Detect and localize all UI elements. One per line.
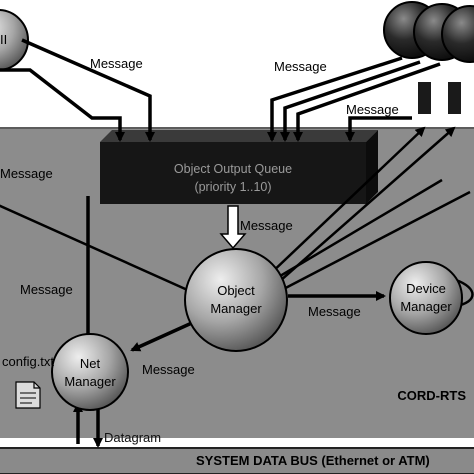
device-node-3	[441, 5, 474, 63]
bus-label: SYSTEM DATA BUS (Ethernet or ATM)	[196, 453, 430, 468]
device-manager-node	[389, 261, 463, 335]
queue-title: Object Output Queue	[174, 162, 292, 176]
datagram-label: Datagram	[104, 430, 161, 445]
net-manager-line1: Net	[80, 356, 101, 371]
thin-connections	[0, 126, 474, 308]
object-manager-line2: Manager	[210, 301, 262, 316]
message-label-devices: Message	[346, 102, 399, 117]
device-stalk	[448, 82, 461, 114]
message-label-top-left: Message	[90, 56, 143, 71]
object-manager-node	[184, 248, 288, 352]
message-label-om-to-dm: Message	[308, 304, 361, 319]
top-left-node-label: II	[0, 32, 7, 47]
cord-rts-label: CORD-RTS	[397, 388, 466, 403]
config-file-label: config.txt	[2, 354, 54, 369]
file-icon	[15, 381, 41, 409]
message-label-queue-down: Message	[240, 218, 293, 233]
device-manager-line2: Manager	[400, 299, 452, 314]
net-manager-line2: Manager	[64, 374, 116, 389]
system-data-bus	[0, 447, 474, 474]
message-label-left-mid: Message	[0, 166, 53, 181]
object-output-queue	[100, 130, 378, 204]
device-stalk	[418, 82, 431, 114]
top-left-node	[0, 9, 29, 71]
message-label-om-to-nm: Message	[142, 362, 195, 377]
connections	[0, 38, 441, 448]
message-label-top-right: Message	[274, 59, 327, 74]
device-manager-line1: Device	[406, 281, 446, 296]
message-label-left-low: Message	[20, 282, 73, 297]
queue-subtitle: (priority 1..10)	[194, 180, 271, 194]
net-manager-node	[51, 333, 129, 411]
queue-down-arrow	[219, 205, 247, 250]
object-manager-line1: Object	[217, 283, 255, 298]
